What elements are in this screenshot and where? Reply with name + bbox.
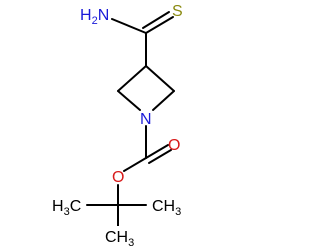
bond-c-nh2 — [111, 18, 147, 34]
methyl-right-label: CH3 — [152, 198, 181, 218]
carbonyl-oxygen-label: O — [168, 137, 180, 154]
bond-c-s-2 — [142, 11, 170, 29]
bond-c-o-1 — [145, 144, 169, 159]
bond-ring-c3-c4 — [145, 65, 175, 92]
bond-ring-c2-n — [117, 90, 141, 111]
methyl-left-label: H3C — [52, 198, 81, 218]
methyl-bottom-label: CH3 — [105, 229, 134, 249]
ester-oxygen-label: O — [112, 169, 124, 186]
bond-c-s-1 — [145, 16, 174, 34]
bond-c-oester — [123, 157, 147, 172]
bond-c-o-2 — [148, 149, 172, 164]
molecule-diagram: H2N S N O O H3C CH3 CH3 — [50, 3, 184, 249]
amine-label: H2N — [80, 7, 109, 27]
sulfur-label: S — [172, 3, 183, 20]
bond-ring-c3-c2 — [117, 65, 147, 92]
ring-nitrogen-label: N — [140, 111, 152, 128]
structure-svg: H2N S N O O H3C CH3 CH3 — [50, 3, 184, 249]
bond-ring-c4-n — [152, 90, 175, 111]
